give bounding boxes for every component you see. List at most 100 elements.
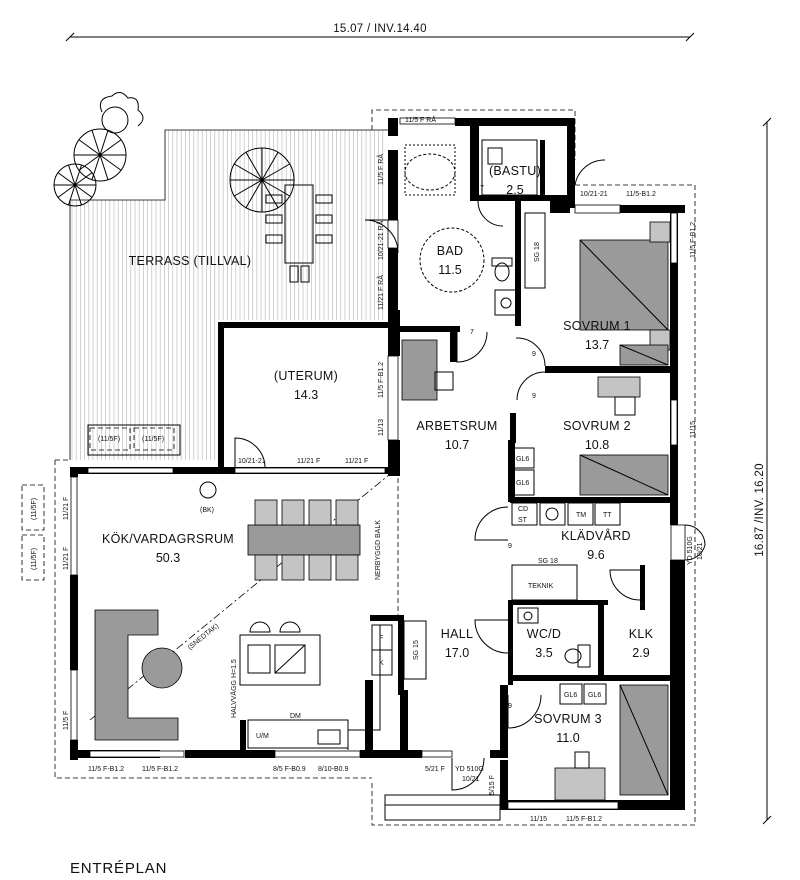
label-win-b4: 8/10-B0.9 (318, 766, 348, 773)
label-win-uterum-b1: 11/21 F (297, 458, 320, 465)
label-win-kok-l2: 11/21 F (63, 547, 70, 570)
label-fridge-f: F (379, 635, 383, 642)
room-labels: TERRASS (TILLVAL)(BASTU)2.5BAD11.5(UTERU… (102, 164, 654, 745)
sg18-box (524, 212, 546, 289)
label-gl6c: GL6 (564, 692, 577, 699)
room-wcd-area: 3.5 (535, 646, 552, 660)
room-hall-area: 17.0 (445, 646, 469, 660)
room-bastu-name: (BASTU) (489, 164, 541, 178)
wc-fixtures (517, 607, 591, 668)
label-win-sov1-top: 11/5-B1.2 (626, 191, 656, 198)
spoke (74, 164, 82, 186)
label-tm: TM (576, 512, 586, 519)
label-terr-box1: (11/5F) (98, 436, 120, 443)
label-win-b7: 11/5 F-B1.2 (566, 816, 602, 823)
spoke (74, 184, 82, 206)
spoke (91, 154, 101, 180)
spoke (261, 152, 279, 181)
toilet-icon (491, 257, 513, 282)
room-terrass-name: TERRASS (TILLVAL) (129, 254, 252, 268)
room-sovrum1-name: SOVRUM 1 (563, 319, 631, 333)
label-teknik: TEKNIK (528, 583, 554, 590)
spoke (91, 130, 101, 156)
label-gl6a: GL6 (516, 456, 529, 463)
label-win-uterum-b2: 11/21 F (345, 458, 368, 465)
room-bad-name: BAD (437, 244, 464, 258)
bastu-heater (487, 147, 503, 165)
room-bad-area: 11.5 (438, 263, 461, 277)
kitchen-counter (247, 620, 427, 750)
fireplace-icon (199, 481, 217, 499)
label-terr-box2: (11/5F) (142, 436, 164, 443)
label-win-bath-left1: 11/5 F RÅ (376, 154, 385, 185)
spoke (261, 163, 290, 181)
windows (70, 117, 686, 810)
label-win-b2: 11/5 F-B1.2 (142, 766, 178, 773)
spoke (99, 154, 122, 171)
spoke (78, 139, 101, 156)
label-st: ST (518, 517, 528, 524)
room-kladvard-name: KLÄDVÅRD (561, 528, 631, 543)
spoke (68, 164, 76, 186)
room-klk-name: KLK (629, 627, 654, 641)
room-sovrum2-area: 10.8 (585, 438, 609, 452)
wardrobes (511, 447, 607, 705)
front-steps (87, 424, 501, 821)
label-win-b5: 5/21 F (425, 766, 445, 773)
bathtub (404, 144, 456, 196)
label-nerbyggd: NERBYGGD BALK (375, 520, 382, 580)
spoke (99, 139, 122, 156)
label-door-9a: 9 (532, 351, 536, 358)
label-win-b3: 8/5 F-B0.9 (273, 766, 306, 773)
dimension-width: 15.07 / INV.14.40 (333, 23, 427, 35)
sofa (94, 609, 183, 741)
bed-sovrum3 (554, 684, 669, 801)
label-win-b1: 11/5 F-B1.2 (88, 766, 124, 773)
label-win-sov1-right: 11/5 F-B1.2 (690, 222, 697, 258)
dimension-height: 16.87 /INV. 16.20 (754, 463, 766, 557)
terrace-window-boxes (21, 427, 175, 581)
label-yd-right2: 10/21 (697, 542, 704, 560)
room-uterum-area: 14.3 (294, 388, 318, 402)
spoke (74, 184, 93, 198)
room-arbetsrum-name: ARBETSRUM (416, 419, 497, 433)
spoke (78, 154, 101, 171)
label-bk: (BK) (200, 507, 214, 514)
spoke (57, 172, 76, 186)
label-dm: DM (290, 713, 301, 720)
label-left-box1: (11/5F) (31, 498, 38, 520)
room-sovrum3-area: 11.0 (556, 731, 579, 745)
label-yd-right1: YD 510G (687, 536, 694, 565)
label-win-bath-left2: 10/21-21 RÅ (376, 220, 385, 260)
bad-circle (419, 227, 485, 293)
spoke (234, 163, 263, 181)
label-win-sov2: 11/15 (690, 421, 697, 438)
label-left-box2: (11/5F) (31, 548, 38, 570)
label-gl6b: GL6 (516, 480, 529, 487)
spoke (245, 152, 263, 181)
spoke (68, 184, 76, 206)
room-arbetsrum-area: 10.7 (445, 438, 469, 452)
label-gl6d: GL6 (588, 692, 601, 699)
spoke (74, 172, 93, 186)
room-kok-vardagsrum-name: KÖK/VARDAGRSRUM (102, 532, 234, 546)
label-door-9f: 9 (640, 601, 644, 608)
sink-icon (494, 289, 518, 316)
bed-sovrum2 (579, 376, 669, 496)
room-kok-vardagsrum-area: 50.3 (156, 551, 180, 565)
shower-area (481, 139, 538, 196)
label-door-9b: 9 (532, 393, 536, 400)
label-win-b6: 11/15 (530, 816, 547, 823)
tree-icon (53, 92, 144, 207)
label-door-sov1: 10/21-21 (580, 191, 608, 198)
dining-table (247, 499, 361, 581)
room-sovrum3-name: SOVRUM 3 (534, 712, 602, 726)
desk-arbetsrum (401, 339, 454, 401)
spoke (245, 179, 263, 208)
outdoor-table (265, 184, 333, 283)
doors (234, 159, 706, 791)
label-door-uterum: 10/21-21 (238, 458, 266, 465)
room-bastu-area: 2.5 (506, 183, 523, 197)
terrace-decking (71, 130, 384, 460)
label-win-bath-top: 11/5 F RÅ (405, 115, 436, 124)
